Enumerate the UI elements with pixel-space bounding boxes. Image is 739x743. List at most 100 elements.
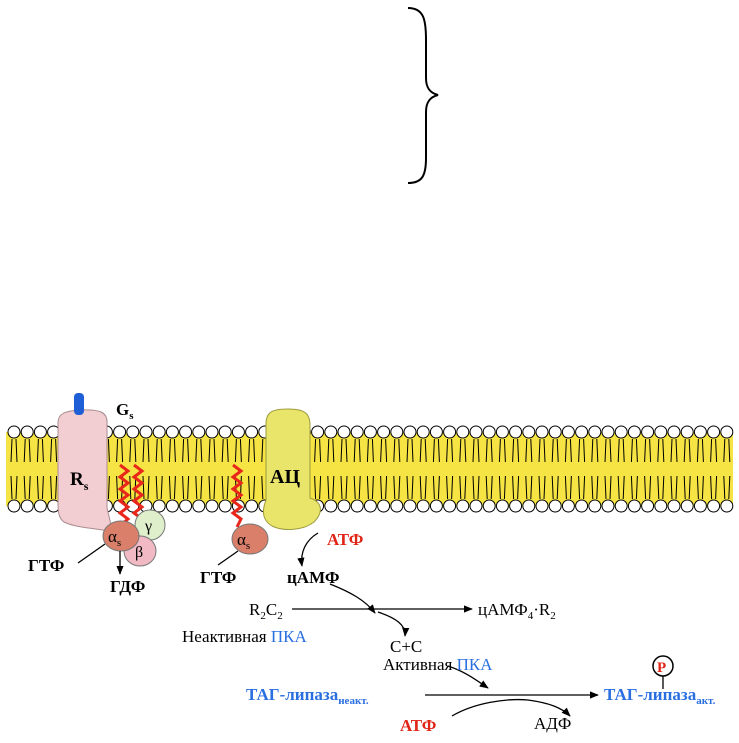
lipid-tail [591,475,594,500]
lipid-head [324,499,338,513]
lipid-tail [221,438,224,463]
lipid-head [113,425,127,439]
lipid-tail [327,475,330,500]
lipid-head [588,499,602,513]
lipid-tail [213,475,216,500]
lipid-tail [662,438,665,463]
lipid-tail [253,438,256,463]
lipid-head [192,425,206,439]
lipid-tail [168,438,171,463]
lipid-tail [530,438,533,463]
camp-r2-label: цАМФ4·R2 [478,600,556,622]
lipid-tail [406,475,409,500]
lipid-tail [253,475,256,500]
lipid-head [561,425,575,439]
alpha-subunit-right [231,523,269,555]
lipid-head [469,499,483,513]
lipid-tail [683,475,686,500]
lipid-tail [710,475,713,500]
lipid-tail [314,475,317,500]
lipid-tail [398,438,401,463]
lipid-tail [28,438,31,463]
lipid-tail [36,438,39,463]
lipid-tail [543,475,546,500]
lipid-tail [662,475,665,500]
lipid-tail [437,475,440,500]
lipid-tail [36,475,39,500]
lipid-tail [371,475,374,500]
adenylate-cyclase [263,408,321,530]
lipid-tail [644,475,647,500]
lipid-tail [512,475,515,500]
lipid-tail [649,438,652,463]
lipid-tail [340,438,343,463]
lipid-head [363,425,377,439]
lipid-tail [446,475,449,500]
lipid-tail [182,475,185,500]
rs-label: Rs [70,469,89,493]
lipid-head [231,425,245,439]
lipid-tail [345,475,348,500]
lipid-tail [578,438,581,463]
gs-main: G [116,400,129,419]
lipid-tail [142,438,145,463]
lipid-head [363,499,377,513]
lipid-tail [583,475,586,500]
lipid-tail [50,438,53,463]
lipid-head [33,499,47,513]
lipid-tail [398,475,401,500]
lipid-tail [358,475,361,500]
lipid-tail [728,475,731,500]
lipid-head [165,425,179,439]
lipid-head [469,425,483,439]
rs-main: R [70,469,84,490]
lipid-tail [411,438,414,463]
lipid-tail [314,438,317,463]
lipid-head [350,499,364,513]
lipid-tail [644,438,647,463]
lipid-tail [591,438,594,463]
lipid-anchor-2 [131,463,145,525]
lipid-tail [248,475,251,500]
lipid-head [152,499,166,513]
lipid-tail [512,438,515,463]
lipid-tail [696,475,699,500]
lipid-tail [208,438,211,463]
lipid-tail [393,438,396,463]
lipid-tail [451,475,454,500]
lipid-tail [688,475,691,500]
ligand-icon [74,393,84,415]
lipid-tail [332,475,335,500]
active-pka-label: Активная ПКА [383,655,493,674]
lipid-tail [485,438,488,463]
lipid-head [588,425,602,439]
lipid-tail [23,475,26,500]
lipid-tail [248,438,251,463]
lipid-head [7,425,21,439]
lipid-head [429,499,443,513]
lipid-tail [701,438,704,463]
lipid-tail [226,475,229,500]
lipid-tail [23,438,26,463]
lipid-tail [715,475,718,500]
lipid-head [601,499,615,513]
lipid-head [7,499,21,513]
lipid-tail [261,438,264,463]
lipid-head [20,425,34,439]
lipid-tail [569,438,572,463]
lipid-head [205,499,219,513]
lipid-head [390,499,404,513]
lipid-tail [503,438,506,463]
receptor-rs [57,409,113,533]
lipase-active-label: ТАГ-липазаакт. [604,685,716,707]
lipid-head [416,499,430,513]
lipid-tail [459,438,462,463]
lipid-head [429,425,443,439]
lipid-head [126,425,140,439]
lipid-tail [340,475,343,500]
lipid-head [680,425,694,439]
lipid-tail [187,438,190,463]
lipid-tail [596,438,599,463]
lipid-tail [609,475,612,500]
lipid-head [535,499,549,513]
